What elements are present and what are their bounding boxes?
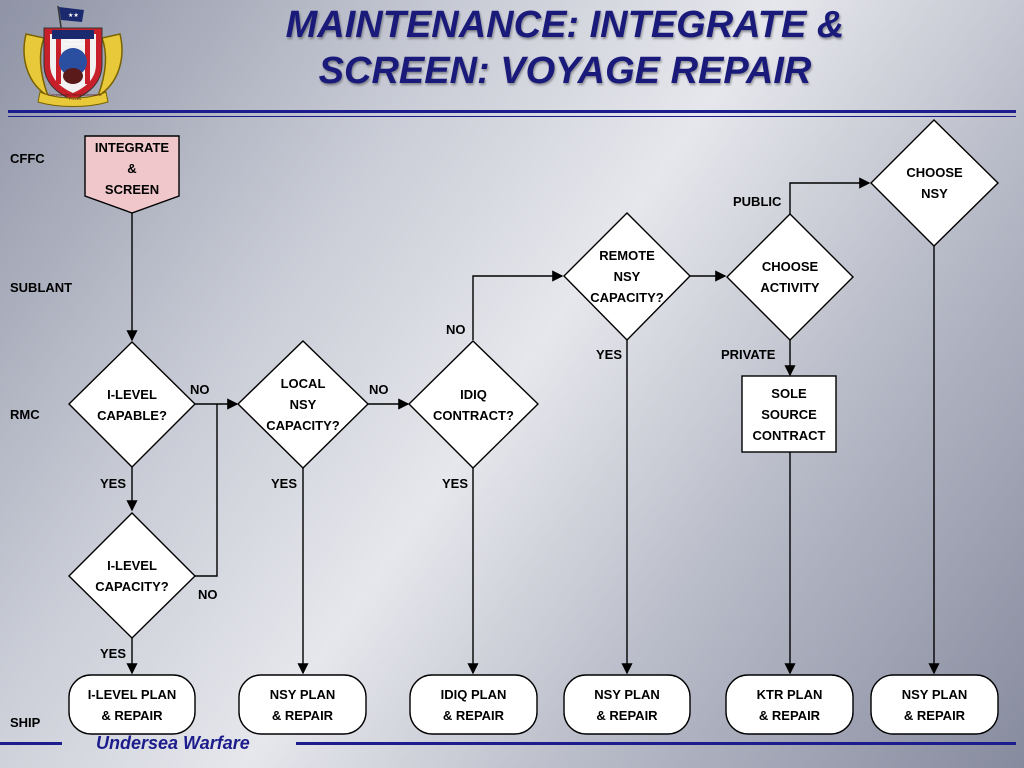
label-local-no: NO [369,382,389,397]
label-capacity-yes: YES [100,646,127,661]
node-integrate-screen: INTEGRATE & SCREEN [94,139,170,197]
outcome-shape-4 [563,674,691,735]
submarine-force-logo: ★★ [23,5,123,107]
outcome-shape-3 [409,674,538,735]
lane-sublant: SUBLANT [10,280,73,295]
outcome-idiq-plan: IDIQ PLAN & REPAIR [440,686,507,723]
remote-nsy-shape [563,212,691,341]
label-capable-no: NO [190,382,210,397]
footer-text: Undersea Warfare [96,733,250,753]
header-rule-thin [8,116,1016,117]
choose-nsy-shape [870,119,999,247]
footer-rule-right [296,742,1016,745]
node-idiq-contract: IDIQ CONTRACT? [433,386,514,423]
title-line-1: MAINTENANCE: INTEGRATE & [285,4,845,46]
node-local-nsy-capacity: LOCAL NSY CAPACITY? [266,376,340,433]
idiq-shape [408,340,540,469]
svg-text:★★: ★★ [68,12,79,19]
outcome-nsy-plan-public: NSY PLAN & REPAIR [901,686,968,723]
title-line-2: SCREEN: VOYAGE REPAIR [318,50,812,92]
outcome-ilevel-plan: I-LEVEL PLAN & REPAIR [87,686,177,723]
outcome-shape-6 [870,674,999,735]
label-capable-yes: YES [100,476,127,491]
edge-capacity-local [195,404,218,577]
label-idiq-yes: YES [442,476,469,491]
edge-activity-nsy [789,177,871,214]
node-ilevel-capable: I-LEVEL CAPABLE? [97,386,167,423]
node-ilevel-capacity: I-LEVEL CAPACITY? [95,557,169,594]
page-title: MAINTENANCE: INTEGRATE & SCREEN: VOYAGE … [180,2,950,94]
header-rule [8,110,1016,113]
footer-rule-left [0,742,62,745]
outcome-shape-5 [725,674,854,735]
choose-activity-shape [726,213,854,341]
outcome-nsy-plan-local: NSY PLAN & REPAIR [269,686,336,723]
label-capacity-no: NO [198,587,218,602]
label-idiq-no: NO [446,322,466,337]
logo-banner: Commander Naval Submarine Forces [48,93,102,101]
logo-motto: SEMPER PRAECINCTUS [63,38,85,46]
lane-ship: SHIP [10,715,41,730]
outcome-ktr-plan: KTR PLAN & REPAIR [756,686,823,723]
outcome-shape-2 [238,674,367,735]
local-nsy-shape [236,340,370,469]
edge-idiq-remote [472,270,564,340]
label-local-yes: YES [271,476,298,491]
label-public: PUBLIC [733,194,782,209]
node-choose-nsy: CHOOSE NSY [906,165,963,201]
label-remote-yes: YES [596,347,623,362]
outcome-nsy-plan-remote: NSY PLAN & REPAIR [594,686,660,723]
label-private: PRIVATE [721,347,776,362]
sole-source-shape [741,375,837,453]
lane-rmc: RMC [10,407,40,422]
lane-cffc: CFFC [10,151,45,166]
node-choose-activity: CHOOSE ACTIVITY [760,259,820,295]
integrate-shape [84,135,180,214]
node-remote-nsy-capacity: REMOTE NSY CAPACITY? [590,248,664,305]
node-sole-source-contract: SOLE SOURCE CONTRACT [752,385,826,443]
outcome-shape-1 [68,674,196,735]
ilevel-capable-shape [68,341,196,468]
ilevel-capacity-shape [68,512,196,639]
